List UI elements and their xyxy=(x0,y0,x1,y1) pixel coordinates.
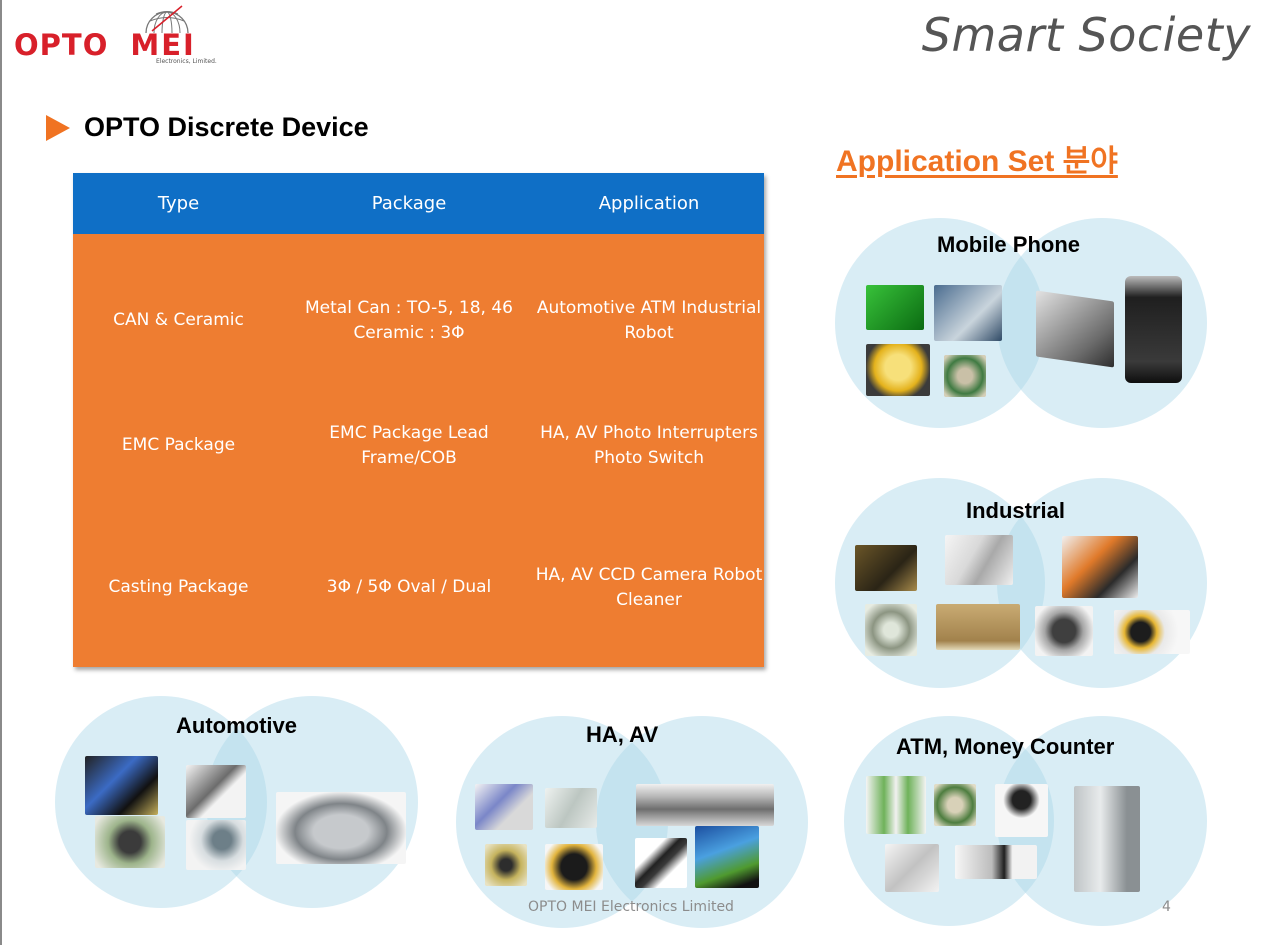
footer-company: OPTO MEI Electronics Limited xyxy=(528,899,734,915)
cell-line: CCD Camera xyxy=(598,564,708,585)
cell-line: Metal Can : xyxy=(304,297,402,318)
left-border xyxy=(0,0,2,945)
cell-application: HA, AV CCD Camera Robot Cleaner xyxy=(534,528,764,648)
cell-line: HA, AV xyxy=(540,422,598,443)
cluster-title-ha-av: HA, AV xyxy=(586,722,659,747)
table-row: CAN & Ceramic Metal Can : TO-5, 18, 46 C… xyxy=(73,261,764,381)
table-row: Casting Package 3Φ / 5Φ Oval / Dual HA, … xyxy=(73,528,764,648)
triangle-bullet-icon xyxy=(46,114,70,141)
sensor-photo-icon xyxy=(475,784,533,830)
sensor-photo-icon xyxy=(934,285,1002,341)
cell-line: Automotive xyxy=(536,297,636,318)
sensor-photo-icon xyxy=(95,816,165,868)
logo-subtitle: Electronics, Limited. xyxy=(156,58,217,65)
transistor-photo-icon xyxy=(995,784,1048,837)
cell-line: Ceramic xyxy=(173,310,244,331)
remote-control-photo-icon xyxy=(635,838,687,888)
cell-line: TO-5, 18, 46 xyxy=(406,297,513,318)
brand-title: Smart Society xyxy=(921,8,1251,62)
module-photo-icon xyxy=(855,545,917,591)
device-table: Type Package Application CAN & Ceramic M… xyxy=(73,173,764,667)
cell-type: CAN & Ceramic xyxy=(73,261,284,381)
logo-word-mei: MEI xyxy=(130,28,196,62)
company-logo: OPTO MEI Electronics, Limited. xyxy=(14,4,244,68)
sensor-photo-icon xyxy=(934,784,976,826)
cluster-title-automotive: Automotive xyxy=(176,713,297,738)
cell-type: EMC Package xyxy=(73,386,284,506)
cell-line: CAN & xyxy=(113,310,169,331)
cell-line: Ceramic : 3Φ xyxy=(353,323,465,343)
sensor-photo-icon xyxy=(866,285,924,330)
smartphone-photo-icon xyxy=(1125,276,1182,383)
cell-line: EMC Package xyxy=(329,422,443,443)
sensor-photo-icon xyxy=(944,355,986,397)
sensor-photo-icon xyxy=(485,844,527,886)
cell-line: HA, AV xyxy=(535,564,594,585)
sensor-photo-icon xyxy=(186,765,246,818)
application-set-heading: Application Set 분야 xyxy=(836,145,1118,178)
cell-package: Metal Can : TO-5, 18, 46 Ceramic : 3Φ xyxy=(284,261,534,381)
sensor-photo-icon xyxy=(866,344,930,396)
header-application: Application xyxy=(598,193,700,214)
cell-package: EMC Package Lead Frame/COB xyxy=(284,386,534,506)
sensor-photo-icon xyxy=(865,604,917,656)
led-photo-icon xyxy=(945,535,1013,585)
header-type: Type xyxy=(157,193,200,214)
sensor-photo-icon xyxy=(936,604,1020,650)
vcr-photo-icon xyxy=(636,784,774,826)
cluster-title-mobile: Mobile Phone xyxy=(937,232,1080,257)
atm-machine-photo-icon xyxy=(1074,786,1140,892)
cell-line: Casting Package xyxy=(108,577,249,598)
cell-line: Photo Interrupters xyxy=(602,422,758,443)
sensor-photo-icon xyxy=(186,820,246,870)
robot-arm-photo-icon xyxy=(1062,536,1138,598)
section-heading-text: OPTO Discrete Device xyxy=(84,112,369,142)
car-photo-icon xyxy=(276,792,406,864)
table-header: Type Package Application xyxy=(73,173,764,234)
cell-line: Photo Switch xyxy=(593,448,705,468)
sensor-photo-icon xyxy=(545,844,603,890)
table-row: EMC Package EMC Package Lead Frame/COB H… xyxy=(73,386,764,506)
table-body xyxy=(73,234,764,667)
cell-line: Robot xyxy=(624,323,674,343)
cluster-title-atm: ATM, Money Counter xyxy=(896,734,1115,759)
cell-type: Casting Package xyxy=(73,528,284,648)
sensor-photo-icon xyxy=(955,845,1037,879)
cell-package: 3Φ / 5Φ Oval / Dual xyxy=(284,528,534,648)
cell-line: 3Φ / 5Φ xyxy=(326,577,392,598)
cell-application: HA, AV Photo Interrupters Photo Switch xyxy=(534,386,764,506)
encoder-photo-icon xyxy=(1035,606,1093,656)
sensor-photo-icon xyxy=(866,776,926,834)
cell-line: Industrial xyxy=(681,297,762,318)
cell-line: ATM xyxy=(640,297,676,318)
cell-line: Oval / Dual xyxy=(397,577,492,598)
encoder-photo-icon xyxy=(1114,610,1190,654)
cluster-title-industrial: Industrial xyxy=(966,498,1066,523)
logo-wordmark: OPTO MEI xyxy=(14,30,196,60)
monitor-photo-icon xyxy=(695,826,759,888)
cell-application: Automotive ATM Industrial Robot xyxy=(534,261,764,381)
logo-word-opto: OPTO xyxy=(14,28,109,62)
cell-line: EMC Package xyxy=(121,435,236,456)
tablet-photo-icon xyxy=(1036,290,1114,368)
page-number: 4 xyxy=(1162,899,1171,915)
cell-line: Robot Cleaner xyxy=(616,564,763,611)
led-photo-icon xyxy=(885,844,939,892)
header-package: Package xyxy=(371,193,447,214)
section-heading: OPTO Discrete Device xyxy=(46,112,369,143)
cell-line: Lead Frame/COB xyxy=(361,422,489,469)
led-photo-icon xyxy=(545,788,597,828)
sensor-photo-icon xyxy=(85,756,158,815)
globe-icon xyxy=(145,5,189,34)
